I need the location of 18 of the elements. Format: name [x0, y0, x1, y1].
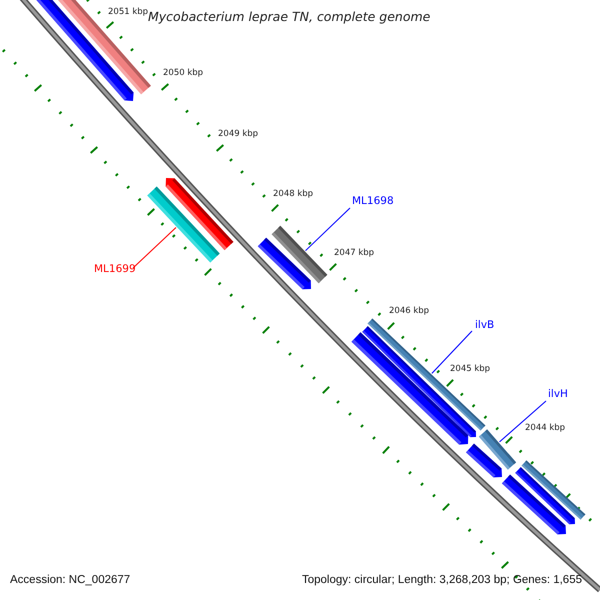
leader-line: [132, 227, 176, 268]
title: Mycobacterium leprae TN, complete genome: [148, 9, 430, 24]
genome-stats: Topology: circular; Length: 3,268,203 bp; Genes: 1,655: [302, 574, 582, 586]
gene-bar: [478, 429, 516, 470]
tick-label: 2049 kbp: [218, 129, 258, 139]
tick-label: 2050 kbp: [163, 68, 204, 78]
leader-line: [499, 400, 546, 442]
gene-bar: [147, 186, 220, 262]
tick-label: 2051 kbp: [108, 7, 148, 17]
gene-label: ilvB: [475, 319, 494, 331]
gene-label: ML1698: [352, 195, 394, 207]
leader-line: [305, 208, 350, 252]
gene-bar: [272, 226, 328, 284]
gene-label: ML1699: [94, 263, 136, 275]
leader-line: [431, 330, 472, 374]
accession-text: Accession: NC_002677: [10, 574, 130, 586]
gene-label: ilvH: [548, 388, 568, 400]
tick-label: 2045 kbp: [450, 364, 490, 374]
